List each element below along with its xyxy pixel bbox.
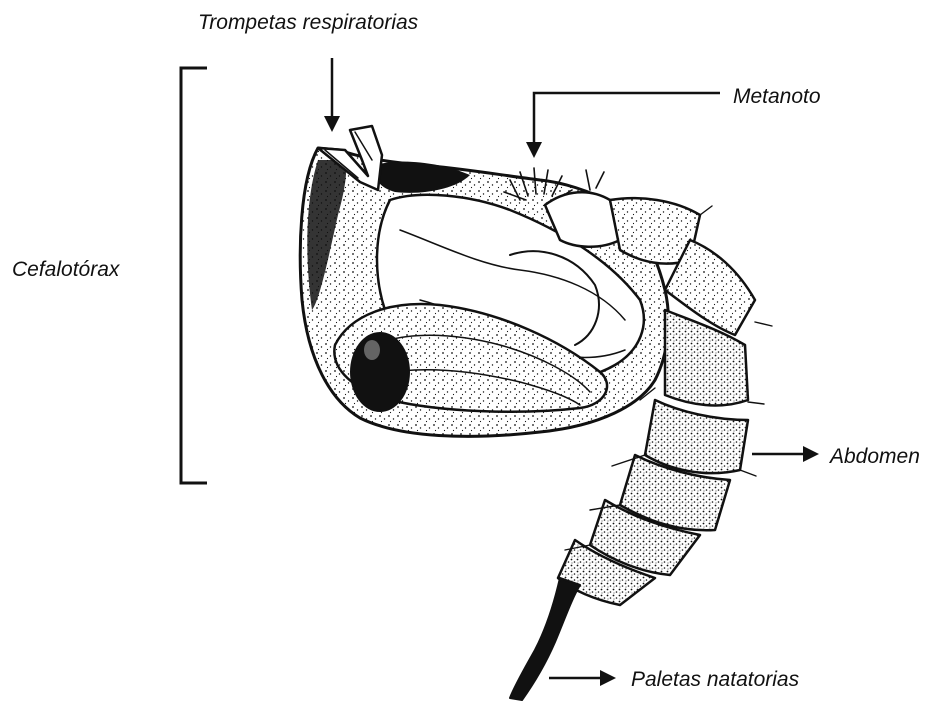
label-metanoto: Metanoto (733, 86, 821, 107)
label-paletas-natatorias: Paletas natatorias (631, 669, 799, 690)
abdomen-segment (645, 400, 748, 473)
abdomen-arrow (752, 446, 819, 462)
label-trompetas-respiratorias: Trompetas respiratorias (198, 12, 418, 33)
pupa-eye (350, 332, 410, 412)
pupa-body (300, 126, 772, 700)
cephalothorax-bracket (181, 68, 207, 483)
metanoto-arrow (526, 93, 720, 158)
swimming-paddles (510, 578, 580, 700)
trompetas-arrow (324, 58, 340, 132)
label-cefalotorax: Cefalotórax (12, 259, 119, 280)
label-abdomen: Abdomen (830, 446, 920, 467)
paletas-arrow (549, 670, 616, 686)
